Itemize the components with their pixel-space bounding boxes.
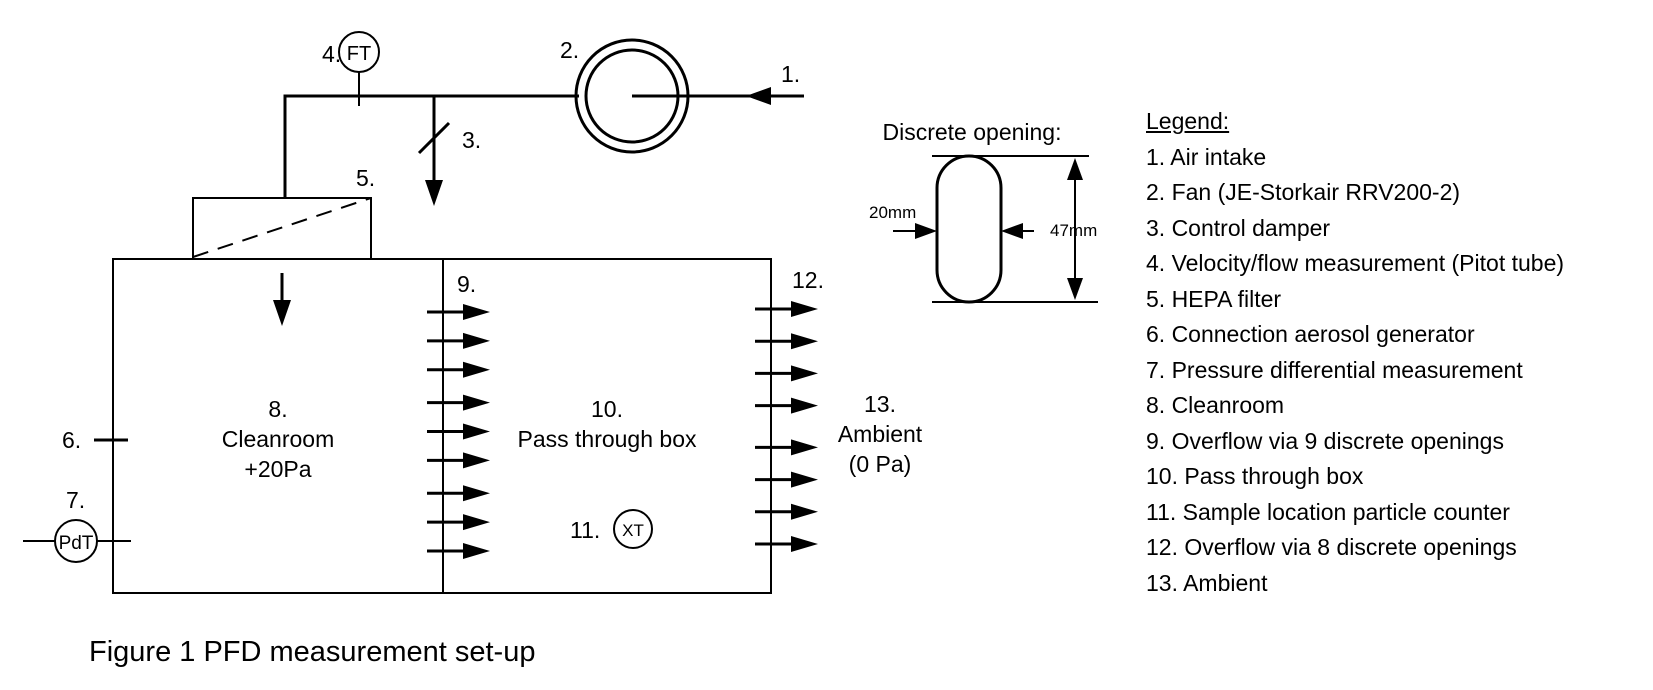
label-passbox-number: 10.	[591, 396, 623, 422]
ambient-pressure: (0 Pa)	[849, 451, 912, 477]
intake-arrow-icon	[746, 87, 771, 105]
label-overflow-9: 9.	[457, 271, 476, 297]
label-sample: 11.	[570, 517, 600, 543]
legend-item: 7. Pressure differential measurement	[1146, 356, 1523, 383]
height-dimension-label: 47mm	[1050, 221, 1097, 240]
legend-item: 5. HEPA filter	[1146, 285, 1282, 312]
overflow-arrow-icon	[791, 397, 818, 414]
cleanroom-name: Cleanroom	[222, 426, 335, 452]
pressure-differential-icon: PdT	[54, 519, 98, 563]
overflow-arrow-icon	[791, 439, 818, 456]
height-arrow-up-icon	[1067, 158, 1083, 180]
slot-opening-icon	[935, 154, 1003, 304]
height-arrow-down-icon	[1067, 278, 1083, 300]
width-arrow-right-icon	[915, 223, 937, 239]
duct-line	[283, 94, 579, 198]
legend-item: 2. Fan (JE-Storkair RRV200-2)	[1146, 179, 1461, 205]
overflow-arrows-passbox	[755, 301, 818, 552]
legend-list: 1. Air intake 2. Fan (JE-Storkair RRV200-…	[1146, 140, 1564, 602]
overflow-arrow-icon	[791, 333, 818, 350]
overflow-arrow-icon	[463, 514, 490, 531]
legend: Legend: 1. Air intake 2. Fan (JE-Storkair…	[1146, 104, 1564, 601]
legend-item: 4. Velocity/flow measurement (Pitot tube…	[1146, 250, 1565, 276]
width-dimension-label: 20mm	[869, 203, 916, 222]
label-air-intake: 1.	[781, 61, 800, 87]
overflow-arrow-icon	[463, 485, 490, 502]
overflow-arrow-icon	[791, 536, 818, 552]
damper-icon	[417, 121, 451, 155]
overflow-arrow-icon	[463, 452, 490, 469]
overflow-arrow-icon	[463, 543, 490, 559]
discrete-opening-title: Discrete opening:	[883, 119, 1062, 145]
downflow-arrow-icon	[273, 300, 291, 326]
legend-item: 1. Air intake	[1146, 143, 1267, 170]
label-damper: 3.	[462, 127, 481, 153]
label-hepa: 5.	[356, 165, 375, 191]
label-flow-meter: 4.	[322, 41, 341, 67]
overflow-arrow-icon	[791, 365, 818, 382]
label-ambient-number: 13.	[864, 391, 896, 417]
passbox-name: Pass through box	[517, 426, 697, 452]
legend-item: 6. Connection aerosol generator	[1146, 321, 1475, 347]
legend-title: Legend:	[1146, 108, 1230, 134]
particle-tag: XT	[622, 521, 644, 540]
label-fan: 2.	[560, 37, 579, 63]
damper-flow-arrow-icon	[425, 180, 443, 206]
legend-item: 12. Overflow via 8 discrete openings	[1146, 534, 1517, 560]
flow-meter-icon: FT	[338, 31, 380, 73]
legend-item: 3. Control damper	[1146, 214, 1331, 241]
overflow-arrow-icon	[791, 471, 818, 488]
supply-duct	[283, 72, 579, 206]
hepa-filter-icon	[192, 197, 372, 260]
overflow-arrow-icon	[463, 423, 490, 440]
legend-item: 10. Pass through box	[1146, 463, 1364, 489]
figure-caption: Figure 1 PFD measurement set-up	[89, 636, 536, 668]
pressure-tag: PdT	[59, 533, 94, 554]
discrete-opening-detail: Discrete opening: 20mm 47mm	[869, 119, 1098, 304]
overflow-arrow-icon	[463, 332, 490, 349]
legend-item: 8. Cleanroom	[1146, 392, 1285, 418]
overflow-arrow-icon	[791, 301, 818, 317]
label-overflow-12: 12.	[792, 267, 824, 293]
overflow-arrow-icon	[791, 503, 818, 520]
label-aerosol: 6.	[62, 427, 81, 453]
overflow-arrows-cleanroom	[427, 304, 490, 559]
flow-meter-tag: FT	[347, 43, 371, 65]
legend-item: 11. Sample location particle counter	[1146, 498, 1510, 525]
width-arrow-left-icon	[1001, 223, 1023, 239]
overflow-arrow-icon	[463, 361, 490, 378]
overflow-arrow-icon	[463, 394, 490, 411]
cleanroom-pressure: +20Pa	[244, 456, 311, 482]
legend-item: 13. Ambient	[1146, 569, 1268, 596]
legend-item: 9. Overflow via 9 discrete openings	[1146, 427, 1504, 454]
particle-counter-icon: XT	[613, 509, 653, 549]
label-pressure-diff: 7.	[66, 487, 85, 513]
overflow-arrow-icon	[463, 304, 490, 320]
ambient-name: Ambient	[838, 421, 923, 447]
label-cleanroom-number: 8.	[268, 396, 287, 422]
